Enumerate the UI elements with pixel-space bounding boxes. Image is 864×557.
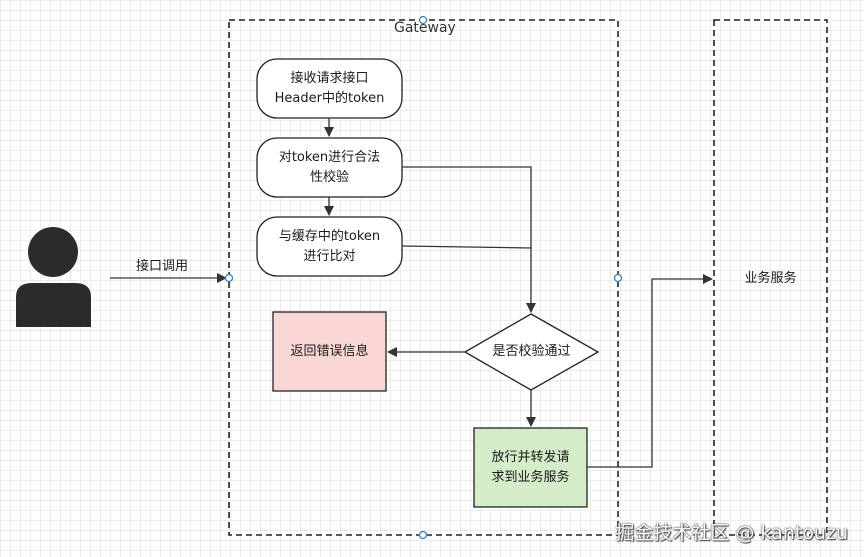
validate-token-label: 对token进行合法 性校验 xyxy=(278,149,381,185)
business-service-label: 业务服务 xyxy=(744,271,797,286)
connection-points xyxy=(224,15,623,540)
call-label: 接口调用 xyxy=(136,259,189,274)
error-label: 返回错误信息 xyxy=(290,343,369,359)
user-icon xyxy=(16,227,91,327)
receive-token-label: 接收请求接口 Header中的token xyxy=(274,70,385,106)
compare-cache-label: 与缓存中的token 进行比对 xyxy=(278,228,381,264)
gateway-title: Gateway xyxy=(394,20,456,36)
watermark: 掘金技术社区 @ kantouzu xyxy=(615,522,848,544)
error-node[interactable] xyxy=(272,311,387,392)
forward-node[interactable] xyxy=(473,427,588,508)
decision-label: 是否校验通过 xyxy=(492,344,571,359)
arrow-validate-to-decision xyxy=(402,166,536,313)
line-compare-to-decision xyxy=(401,245,532,249)
business-service-container[interactable] xyxy=(713,19,828,536)
forward-label: 放行并转发请 求到业务服务 xyxy=(491,449,570,485)
arrow-forward-to-service xyxy=(587,274,713,468)
